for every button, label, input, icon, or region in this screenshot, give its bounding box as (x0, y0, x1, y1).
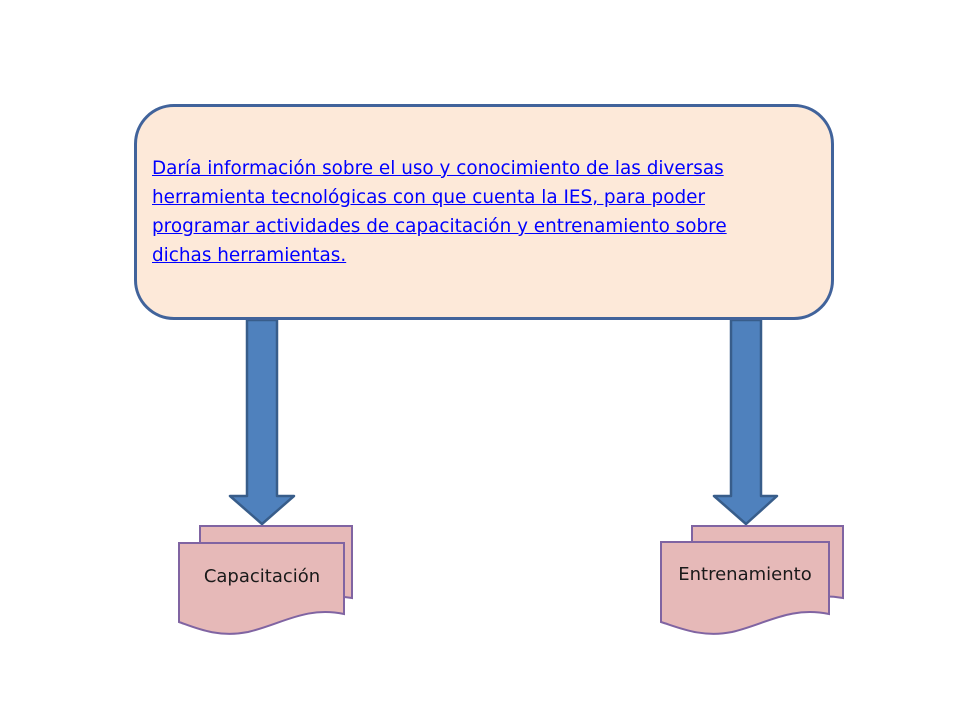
document-stack-entrenamiento (660, 525, 844, 635)
arrow-down-right (712, 318, 779, 526)
document-front (178, 542, 345, 635)
arrow-down-left (228, 318, 296, 526)
main-text-box (134, 104, 834, 320)
document-label-capacitacion: Capacitación (203, 566, 321, 587)
document-stack-capacitacion (178, 525, 353, 635)
document-label-entrenamiento: Entrenamiento (678, 564, 812, 585)
main-box-link[interactable]: Daría información sobre el uso y conocim… (152, 158, 727, 266)
document-front (660, 541, 830, 635)
